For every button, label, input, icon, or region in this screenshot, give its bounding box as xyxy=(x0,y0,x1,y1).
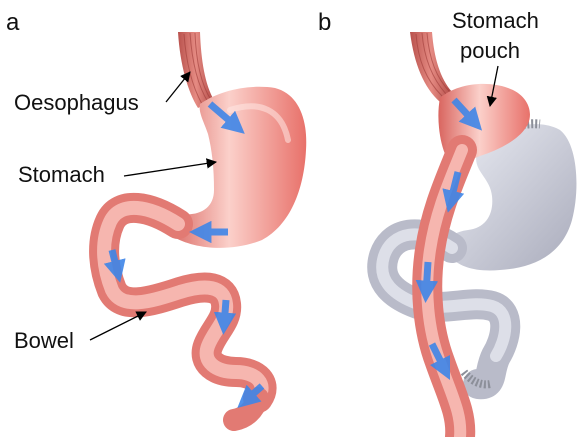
panel-b: b Stomach pouch xyxy=(318,8,576,437)
stomach-pouch-label-line2: pouch xyxy=(460,38,520,63)
oesophagus-pointer xyxy=(166,72,190,102)
panel-a: a Oesophagus Stomach Bowel xyxy=(6,9,306,420)
stomach-pointer xyxy=(124,162,216,176)
panel-a-letter: a xyxy=(6,9,20,36)
oesophagus-b-illustration xyxy=(410,32,452,102)
bowel-pointer xyxy=(90,312,146,340)
stomach-pouch-label-line1: Stomach xyxy=(452,8,539,33)
bowel-label: Bowel xyxy=(14,328,74,353)
panel-b-letter: b xyxy=(318,9,331,36)
flow-arrow xyxy=(224,300,226,326)
stomach-label: Stomach xyxy=(18,162,105,187)
flow-arrow xyxy=(426,262,428,294)
oesophagus-label: Oesophagus xyxy=(14,90,139,115)
